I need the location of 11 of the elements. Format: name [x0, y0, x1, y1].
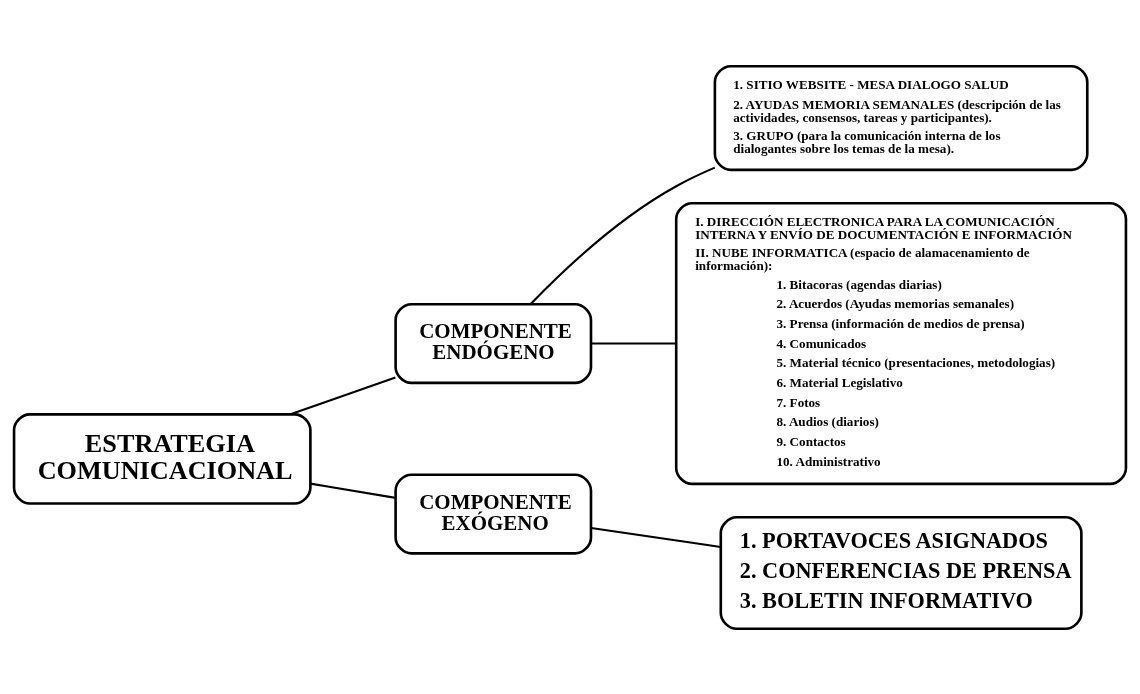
node-box: ESTRATEGIA COMUNICACIONAL: [12, 412, 312, 505]
connector: [290, 376, 396, 415]
node-box: I. DIRECCIÓN ELECTRONICA PARA LA COMUNICACIÓN INTERNA Y ENVÍO DE DOCUMENTACIÓN E INFORMACIÓN II. NUBE INFORMATICA (espacio de alamacenamiento de información): 1. Bitacoras (agendas diarias) 2. Acuerdos (Ayudas memorias semanales) 3. Prensa (información de medios de prensa) 4. Comunicados 5. Material técnico (presentaciones, metodologias) 6. Material Legislativo 7. Fotos 8. Audios (diarios) 9. Contactos 10. Administrativo: [674, 201, 1128, 485]
connector: [591, 342, 677, 345]
node-box: COMPONENTE ENDÓGENO: [394, 302, 593, 384]
connector: [529, 166, 716, 305]
node-box: 1. SITIO WEBSITE - MESA DIALOGO SALUD 2. AYUDAS MEMORIA SEMANALES (descripción de las actividades, consensos, tareas y participantes). 3. GRUPO (para la comunicación interna de los dialogantes sobre los temas de la mesa).: [713, 64, 1089, 171]
connector: [591, 526, 721, 548]
node-box: COMPONENTE EXÓGENO: [394, 472, 593, 555]
connector: [310, 482, 396, 499]
node-box: 1. PORTAVOCES ASIGNADOS 2. CONFERENCIAS DE PRENSA 3. BOLETIN INFORMATIVO: [719, 515, 1083, 630]
